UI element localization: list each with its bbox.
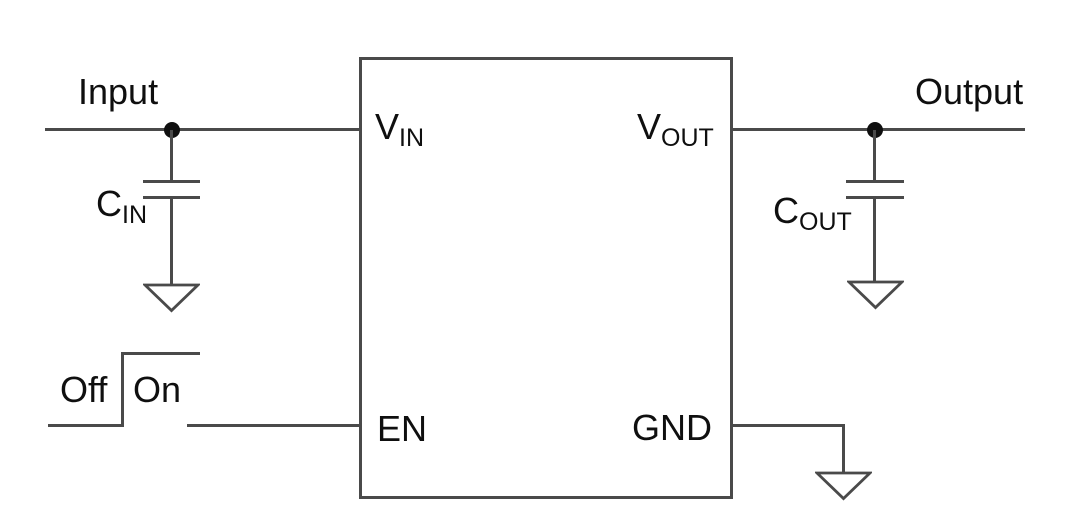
cin-plate-top — [143, 180, 200, 183]
cout-lead-top — [873, 130, 876, 182]
cout-label-base: C — [773, 190, 799, 231]
pin-vin-subscript: IN — [399, 124, 425, 152]
en-wire — [187, 424, 359, 427]
output-label: Output — [915, 71, 1024, 112]
ground-icon-cout — [847, 280, 904, 310]
on-label: On — [133, 369, 182, 410]
cout-label-subscript: OUT — [799, 208, 852, 236]
off-label: Off — [60, 369, 108, 410]
cin-label-base: C — [96, 183, 122, 224]
cout-plate-top — [846, 180, 904, 183]
cin-lead-bottom — [170, 199, 173, 285]
cout-lead-bottom — [873, 199, 876, 282]
pin-vout-base: V — [637, 106, 662, 147]
pin-label-vin: VIN — [375, 109, 424, 151]
ground-icon-gnd — [815, 471, 872, 501]
cin-lead-top — [170, 130, 173, 182]
pin-vout-subscript: OUT — [661, 124, 714, 152]
step-rising-edge — [121, 352, 124, 427]
pin-label-en: EN — [377, 408, 428, 449]
pin-vin-base: V — [375, 106, 400, 147]
cin-label-subscript: IN — [122, 201, 147, 229]
step-low-segment — [48, 424, 123, 427]
cin-plate-bottom — [143, 196, 200, 199]
gnd-wire-vertical — [842, 424, 845, 473]
input-label: Input — [78, 71, 159, 112]
input-wire — [45, 128, 359, 131]
pin-label-gnd: GND — [632, 407, 712, 448]
cout-label: COUT — [773, 193, 852, 235]
cin-label: CIN — [96, 186, 147, 228]
cout-plate-bottom — [846, 196, 904, 199]
ground-icon-cin — [143, 283, 200, 313]
gnd-wire-horizontal — [733, 424, 845, 427]
step-high-segment — [121, 352, 200, 355]
ic-box — [359, 57, 733, 499]
pin-label-vout: VOUT — [637, 109, 714, 151]
